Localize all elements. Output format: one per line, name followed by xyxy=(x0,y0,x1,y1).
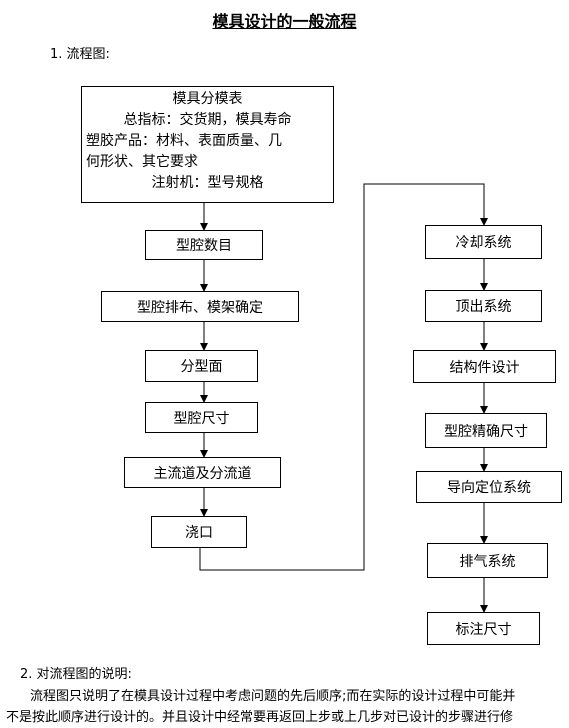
flow-step-box: 型腔数目 xyxy=(145,230,263,260)
section-heading-flowchart: 1. 流程图: xyxy=(50,47,110,62)
flow-step-box: 主流道及分流道 xyxy=(124,457,281,488)
arrow-left-to-right-column xyxy=(199,183,488,571)
start-box-line: 总指标：交货期，模具寿命 xyxy=(123,112,292,128)
flow-step-box: 冷却系统 xyxy=(425,225,542,259)
start-box-line: 注射机：型号规格 xyxy=(151,175,264,191)
flow-start-box: 模具分模表 总指标：交货期，模具寿命 塑胶产品：材料、表面质量、几 何形状、其它… xyxy=(81,86,334,203)
flow-step-box: 导向定位系统 xyxy=(416,471,562,503)
flow-step-box: 标注尺寸 xyxy=(427,612,540,645)
flowchart-connectors xyxy=(199,183,488,613)
flow-step-box: 浇口 xyxy=(151,516,247,548)
flow-step-box: 排气系统 xyxy=(427,543,548,578)
start-box-line: 塑胶产品：材料、表面质量、几 xyxy=(86,133,282,149)
page-title: 模具设计的一般流程 xyxy=(212,12,357,31)
flow-step-box: 型腔排布、模架确定 xyxy=(101,291,299,322)
start-box-line: 何形状、其它要求 xyxy=(86,154,198,170)
flow-step-box: 结构件设计 xyxy=(413,350,556,383)
paragraph-line: 流程图只说明了在模具设计过程中考虑问题的先后顺序;而在实际的设计过程中可能并 xyxy=(30,689,516,704)
paragraph-line: 不是按此顺序进行设计的。并且设计中经常要再返回上步或上几步对已设计的步骤进行修 xyxy=(6,710,514,725)
flow-step-box: 型腔尺寸 xyxy=(145,402,258,433)
flow-step-box: 分型面 xyxy=(145,350,258,382)
start-box-line: 模具分模表 xyxy=(172,91,243,107)
flow-step-box: 型腔精确尺寸 xyxy=(425,413,547,448)
section-heading-explanation: 2. 对流程图的说明: xyxy=(20,667,132,682)
flow-step-box: 顶出系统 xyxy=(425,290,542,322)
